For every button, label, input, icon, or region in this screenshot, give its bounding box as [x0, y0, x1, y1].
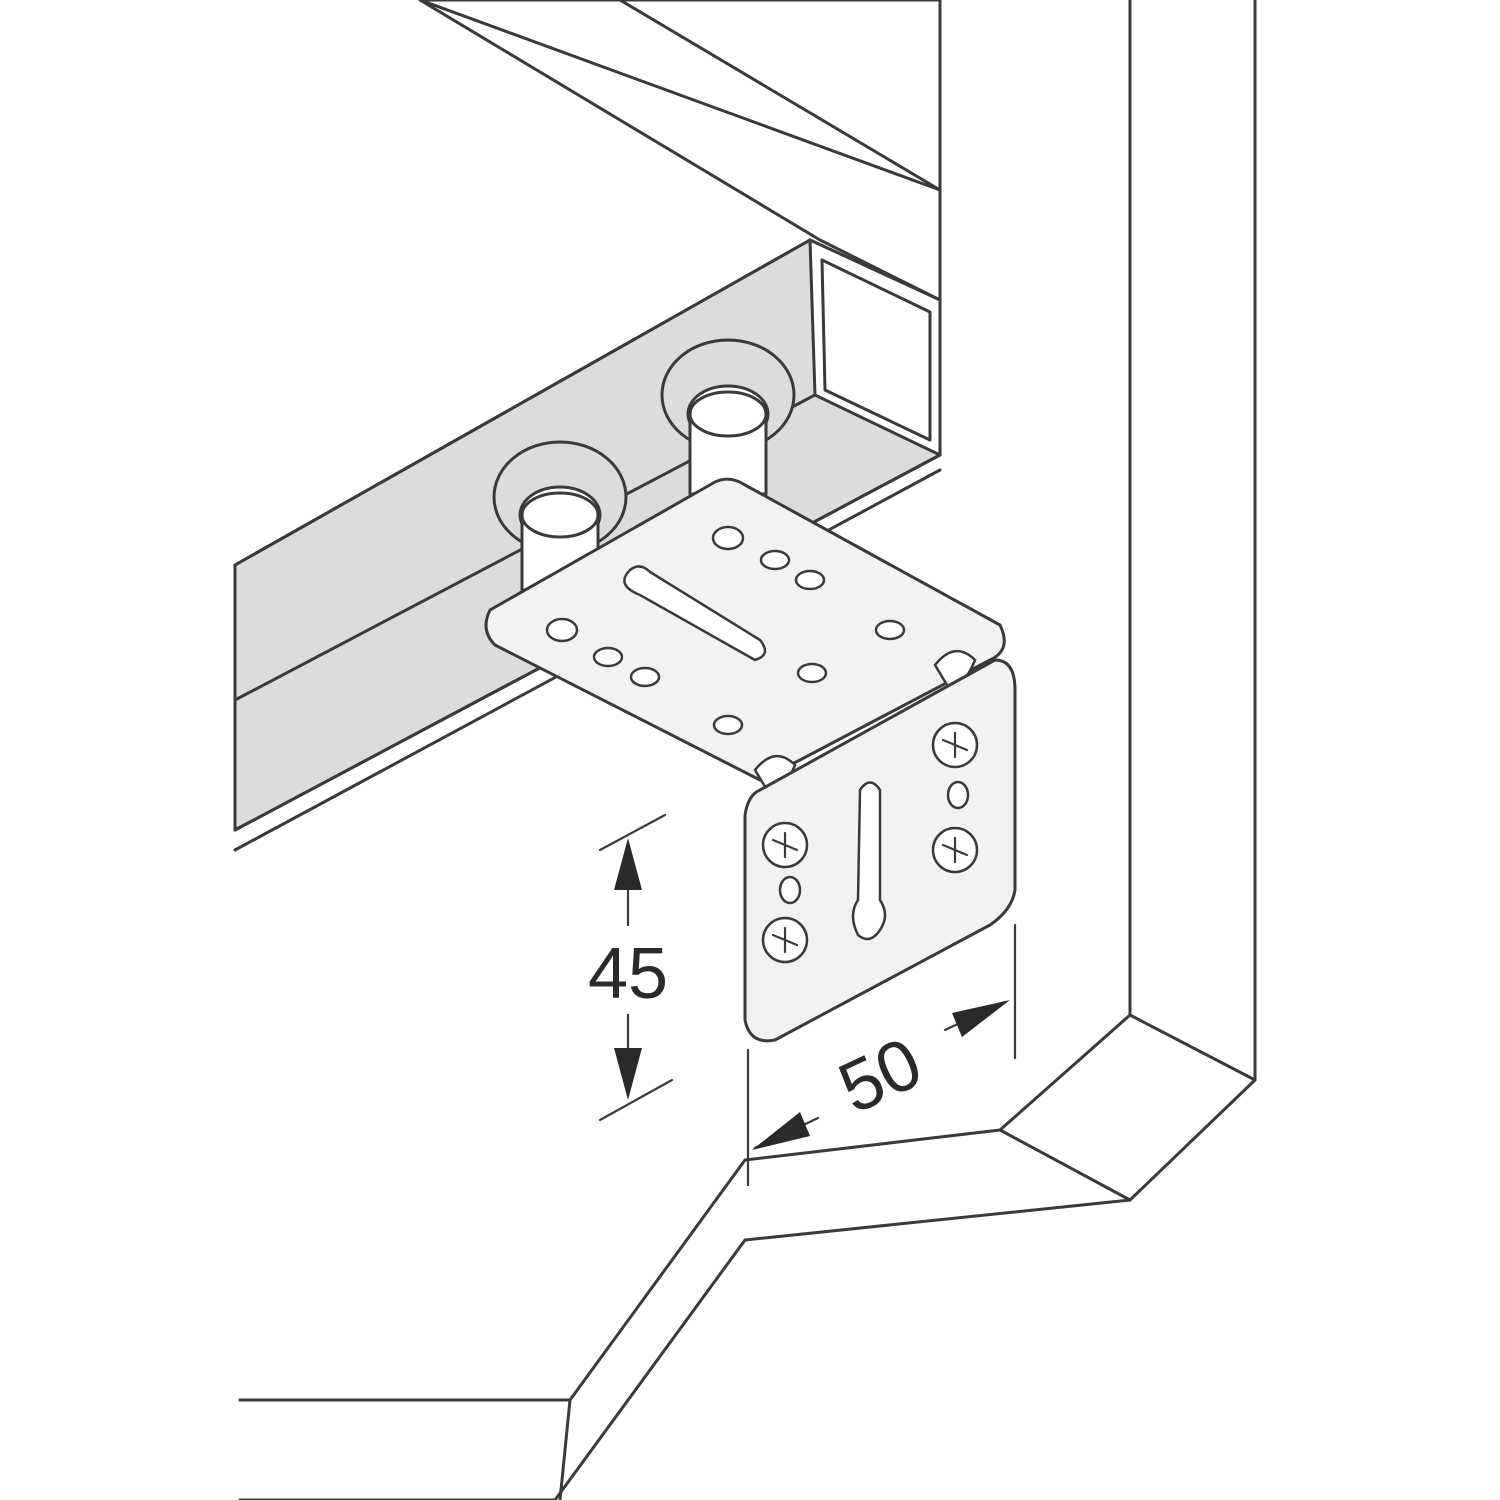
- width-dimension-label: 50: [827, 1023, 933, 1129]
- roller-left: [492, 440, 628, 592]
- screw-icon: [761, 916, 809, 964]
- vertical-slot: [851, 781, 887, 941]
- screw-icon: [931, 826, 979, 874]
- arrow-down-icon: [614, 1048, 642, 1100]
- screw-icon: [931, 721, 979, 769]
- arrow-right-icon: [952, 1000, 1010, 1037]
- horizontal-slot: [623, 565, 767, 662]
- arrow-up-icon: [614, 838, 642, 890]
- bracket-vertical-flange: [743, 658, 1017, 1043]
- height-dimension-label: 45: [588, 934, 668, 1014]
- cabinet-frame: [238, 0, 1257, 1500]
- arrow-left-icon: [752, 1112, 810, 1150]
- roller-right: [660, 338, 796, 496]
- screw-icon: [761, 821, 809, 869]
- dimension-height: 45: [588, 813, 674, 1122]
